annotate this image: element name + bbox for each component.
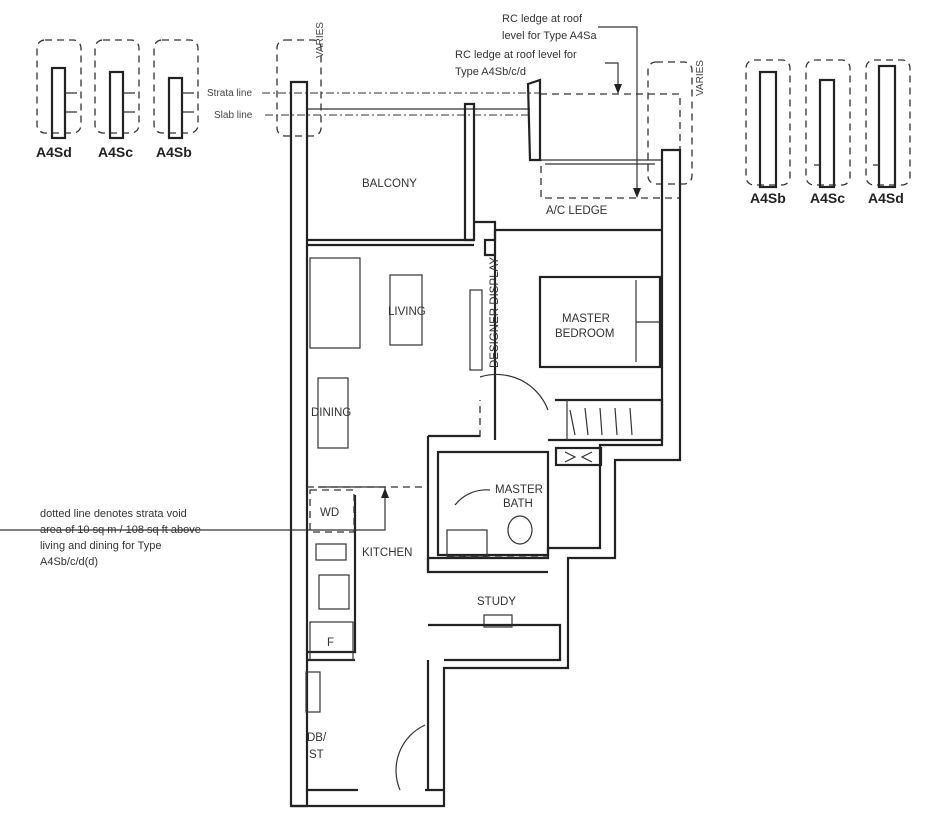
- fridge-label: F: [327, 637, 334, 649]
- room-designer-display: DESIGNER DISPLAY: [489, 257, 501, 368]
- room-study: STUDY: [477, 596, 516, 608]
- type-label: A4Sd: [868, 190, 904, 206]
- type-label: A4Sb: [750, 190, 786, 206]
- type-label: A4Sb: [156, 144, 192, 160]
- room-living: LIVING: [388, 306, 426, 318]
- rc-ledge-note: Type A4Sb/c/d: [455, 66, 526, 78]
- room-dining: DINING: [311, 407, 351, 419]
- type-details-right: A4Sb A4Sc A4Sd: [745, 59, 911, 206]
- rc-ledge-note: RC ledge at roof: [502, 13, 583, 25]
- room-master-bath: BATH: [503, 498, 533, 510]
- rc-ledge-note: RC ledge at roof level for: [455, 49, 577, 61]
- room-kitchen: KITCHEN: [362, 547, 412, 559]
- void-note: A4Sb/c/d(d): [40, 556, 98, 568]
- varies-box: [647, 61, 693, 185]
- varies-label: VARIES: [695, 60, 706, 96]
- furniture: [0, 257, 662, 791]
- room-balcony: BALCONY: [362, 178, 417, 190]
- type-label: A4Sc: [98, 144, 133, 160]
- rc-ledge-note: level for Type A4Sa: [502, 30, 597, 42]
- room-master-bedroom: BEDROOM: [555, 328, 614, 340]
- room-dbst: DB/: [307, 732, 327, 744]
- type-label: A4Sd: [36, 144, 72, 160]
- void-note: dotted line denotes strata void: [40, 508, 187, 520]
- varies-label: VARIES: [315, 22, 326, 58]
- type-details-left: A4Sd A4Sc A4Sb: [36, 39, 199, 160]
- room-ac-ledge: A/C LEDGE: [546, 205, 608, 217]
- void-note: area of 10 sq m / 108 sq ft above: [40, 524, 201, 536]
- walls: [289, 78, 682, 808]
- slab-line-label: Slab line: [214, 110, 253, 121]
- room-master-bedroom: MASTER: [562, 313, 610, 325]
- void-note: living and dining for Type: [40, 540, 162, 552]
- type-label: A4Sc: [810, 190, 845, 206]
- room-master-bath: MASTER: [495, 484, 543, 496]
- strata-line-label: Strata line: [207, 88, 252, 99]
- room-wd: WD: [320, 507, 339, 519]
- room-dbst: ST: [309, 749, 324, 761]
- varies-box: [276, 39, 322, 137]
